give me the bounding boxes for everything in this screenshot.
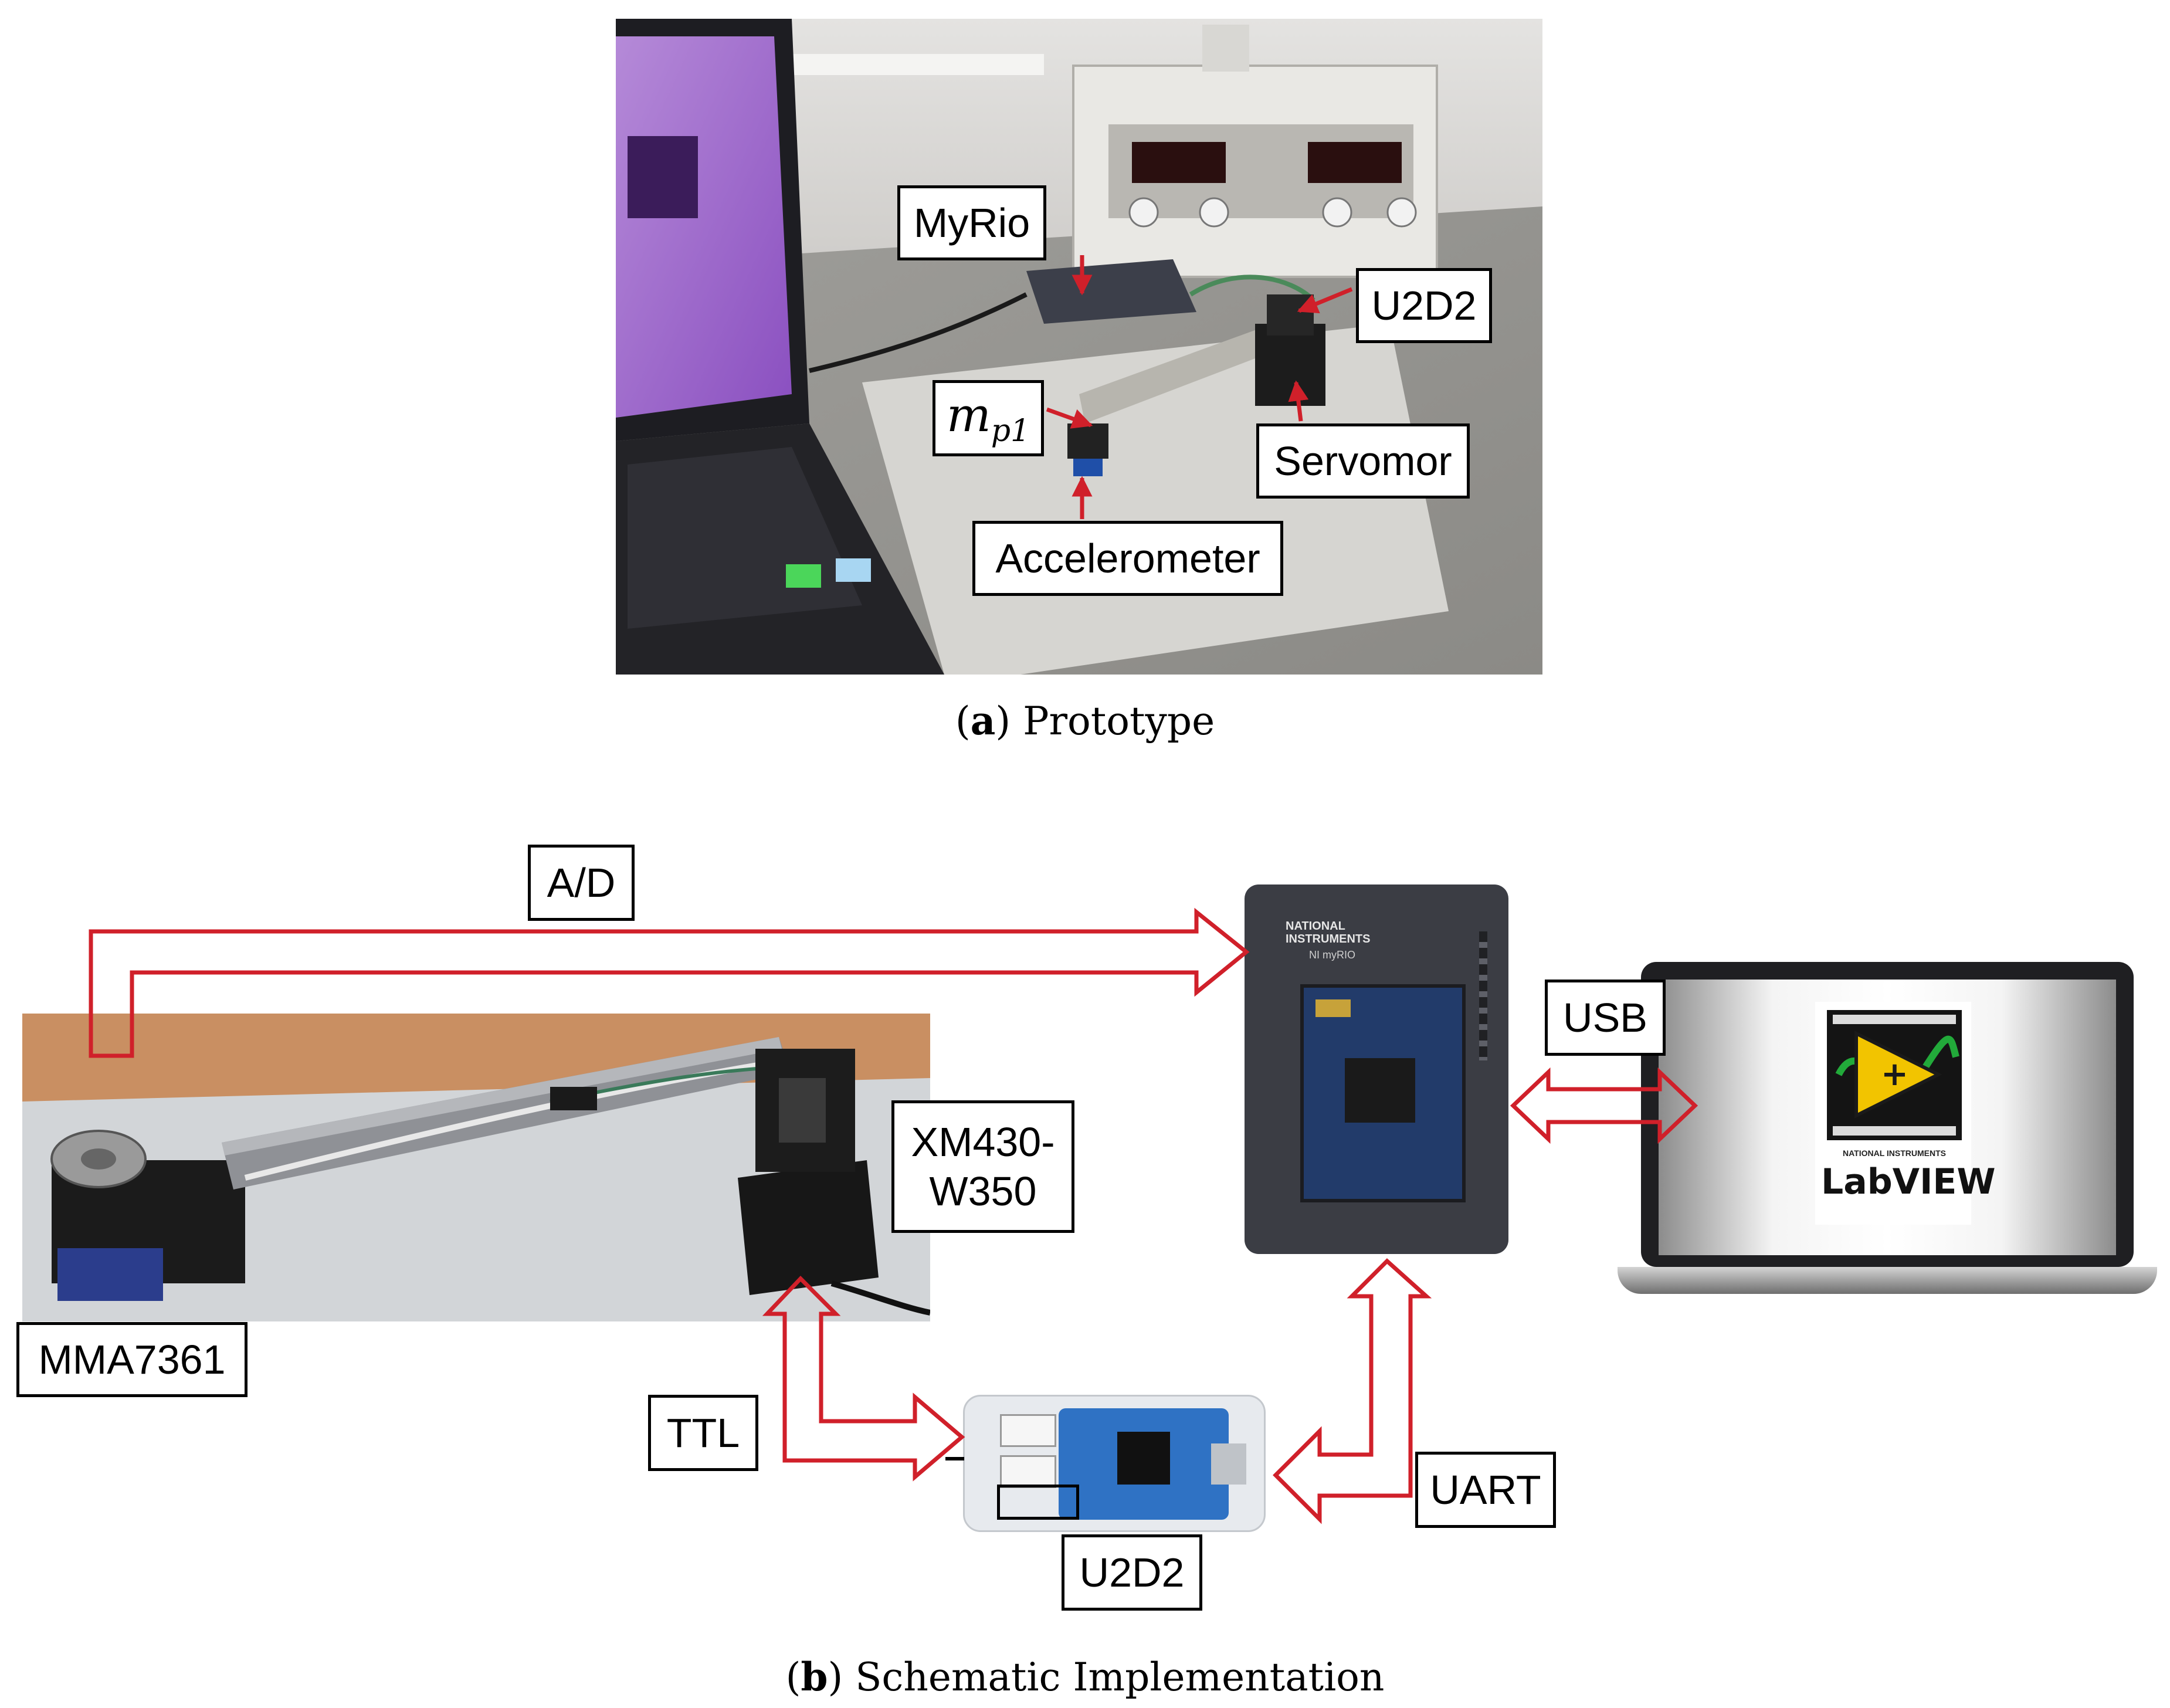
caption-b: (b) Schematic Implementation [785, 1654, 1385, 1700]
svg-text:+: + [1881, 1055, 1908, 1093]
labview-play-icon [1854, 1031, 1942, 1119]
myrio-board-component [1315, 999, 1351, 1017]
myrio-model-text: NI myRIO [1309, 949, 1355, 961]
label-servomotor: Servomor [1256, 423, 1470, 499]
caption-a: (a) Prototype [955, 698, 1215, 744]
ni-logo-text: NATIONAL INSTRUMENTS [1286, 920, 1371, 946]
usb-signal-arrow [1510, 1067, 1698, 1144]
myrio-status-leds [1479, 931, 1487, 1060]
u2d2-side-lead [945, 1457, 964, 1460]
labview-name-text: LabVIEW [1821, 1161, 1996, 1202]
u2d2-connector-mid [1000, 1455, 1056, 1488]
u2d2-chip [1117, 1432, 1170, 1485]
label-mass-p1: mp1 [933, 380, 1044, 456]
laptop-base [1618, 1267, 2157, 1294]
caption-a-letter: a [970, 698, 996, 744]
label-accelerometer: Accelerometer [972, 521, 1283, 596]
label-mma7361: MMA7361 [16, 1322, 247, 1397]
ad-signal-arrow [89, 907, 1250, 1058]
label-myrio: MyRio [897, 185, 1046, 260]
labview-film-icon: + [1827, 1010, 1962, 1140]
laptop-labview: + NATIONAL INSTRUMENTS LabVIEW [1618, 962, 2157, 1314]
label-uart: UART [1415, 1452, 1556, 1528]
labview-logo: + NATIONAL INSTRUMENTS LabVIEW [1815, 1002, 1996, 1225]
label-usb: USB [1545, 980, 1666, 1056]
myrio-chip [1345, 1058, 1415, 1123]
label-ttl: TTL [648, 1395, 758, 1471]
myrio-device: NATIONAL INSTRUMENTS NI myRIO [1245, 884, 1508, 1254]
myrio-circuit-board [1300, 984, 1466, 1202]
u2d2-usb-port [1211, 1443, 1246, 1485]
labview-brand-text: NATIONAL INSTRUMENTS [1842, 1148, 1947, 1158]
caption-b-text: Schematic Implementation [855, 1655, 1385, 1700]
label-ad: A/D [528, 845, 635, 921]
u2d2-pointer-arrow [1297, 287, 1353, 314]
robot-arm-illustration [22, 1014, 930, 1321]
mass-symbol: m [946, 387, 991, 442]
ttl-signal-arrow [762, 1275, 965, 1482]
prototype-photo [616, 19, 1542, 675]
robot-arm-photo [22, 1014, 930, 1321]
mass-pointer-arrow [1046, 407, 1093, 429]
uart-signal-arrow [1273, 1258, 1432, 1524]
label-u2d2-prototype: U2D2 [1356, 268, 1492, 343]
caption-b-letter: b [801, 1654, 828, 1700]
u2d2-board [963, 1395, 1266, 1532]
servomotor-pointer-arrow [1288, 380, 1309, 422]
label-xm430-w350: XM430- W350 [891, 1100, 1074, 1233]
u2d2-ttl-connector-highlight [997, 1485, 1079, 1520]
label-u2d2-schematic: U2D2 [1062, 1534, 1202, 1611]
mass-subscript: p1 [991, 413, 1030, 449]
u2d2-connector-top [1000, 1414, 1056, 1447]
caption-a-text: Prototype [1023, 699, 1215, 744]
prototype-photo-illustration [616, 19, 1542, 675]
